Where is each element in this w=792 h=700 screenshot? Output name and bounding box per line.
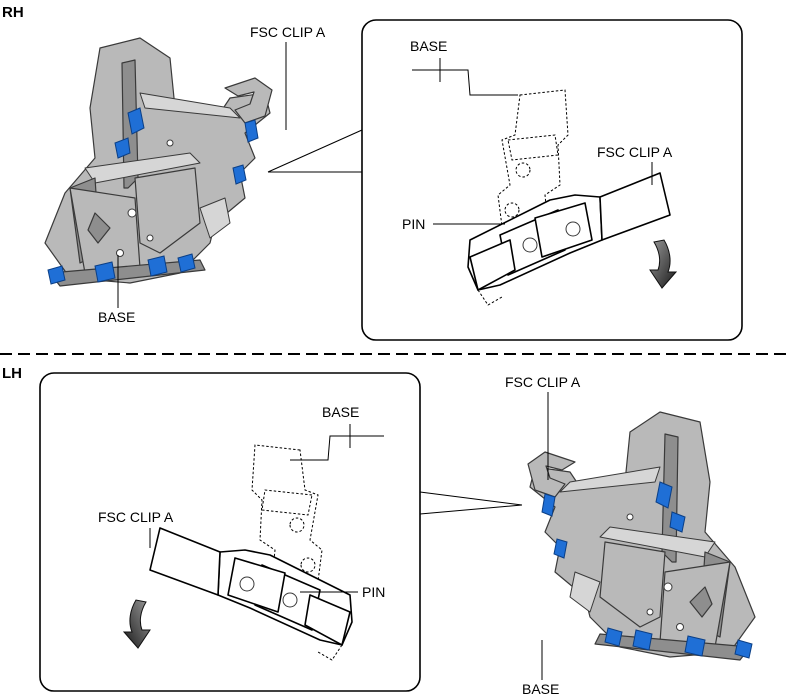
rh-bracket-clip-label: FSC CLIP A	[250, 24, 326, 40]
rh-detail-pin-label: PIN	[402, 216, 425, 232]
lh-detail-pin-label: PIN	[362, 584, 385, 600]
lh-detail-clip-label: FSC CLIP A	[98, 509, 174, 525]
lh-detail-base-label: BASE	[322, 404, 359, 420]
rh-callout-wedge	[267, 129, 363, 173]
lh-callout-wedge	[419, 491, 523, 515]
lh-bracket-base-label: BASE	[522, 681, 559, 697]
section-label-rh: RH	[2, 4, 24, 21]
rh-bracket-illustration	[44, 37, 273, 287]
lh-bracket-clip-label: FSC CLIP A	[505, 374, 581, 390]
lh-detail-base-leader	[290, 424, 384, 461]
rh-bracket-base-label: BASE	[98, 309, 135, 325]
lh-detail-box	[39, 372, 421, 692]
section-label-lh: LH	[2, 365, 22, 382]
rh-detail-base-label: BASE	[410, 38, 447, 54]
rh-detail-clip-label: FSC CLIP A	[597, 144, 673, 160]
lh-bracket-illustration	[527, 411, 756, 661]
rh-detail-base-leader	[412, 58, 518, 96]
